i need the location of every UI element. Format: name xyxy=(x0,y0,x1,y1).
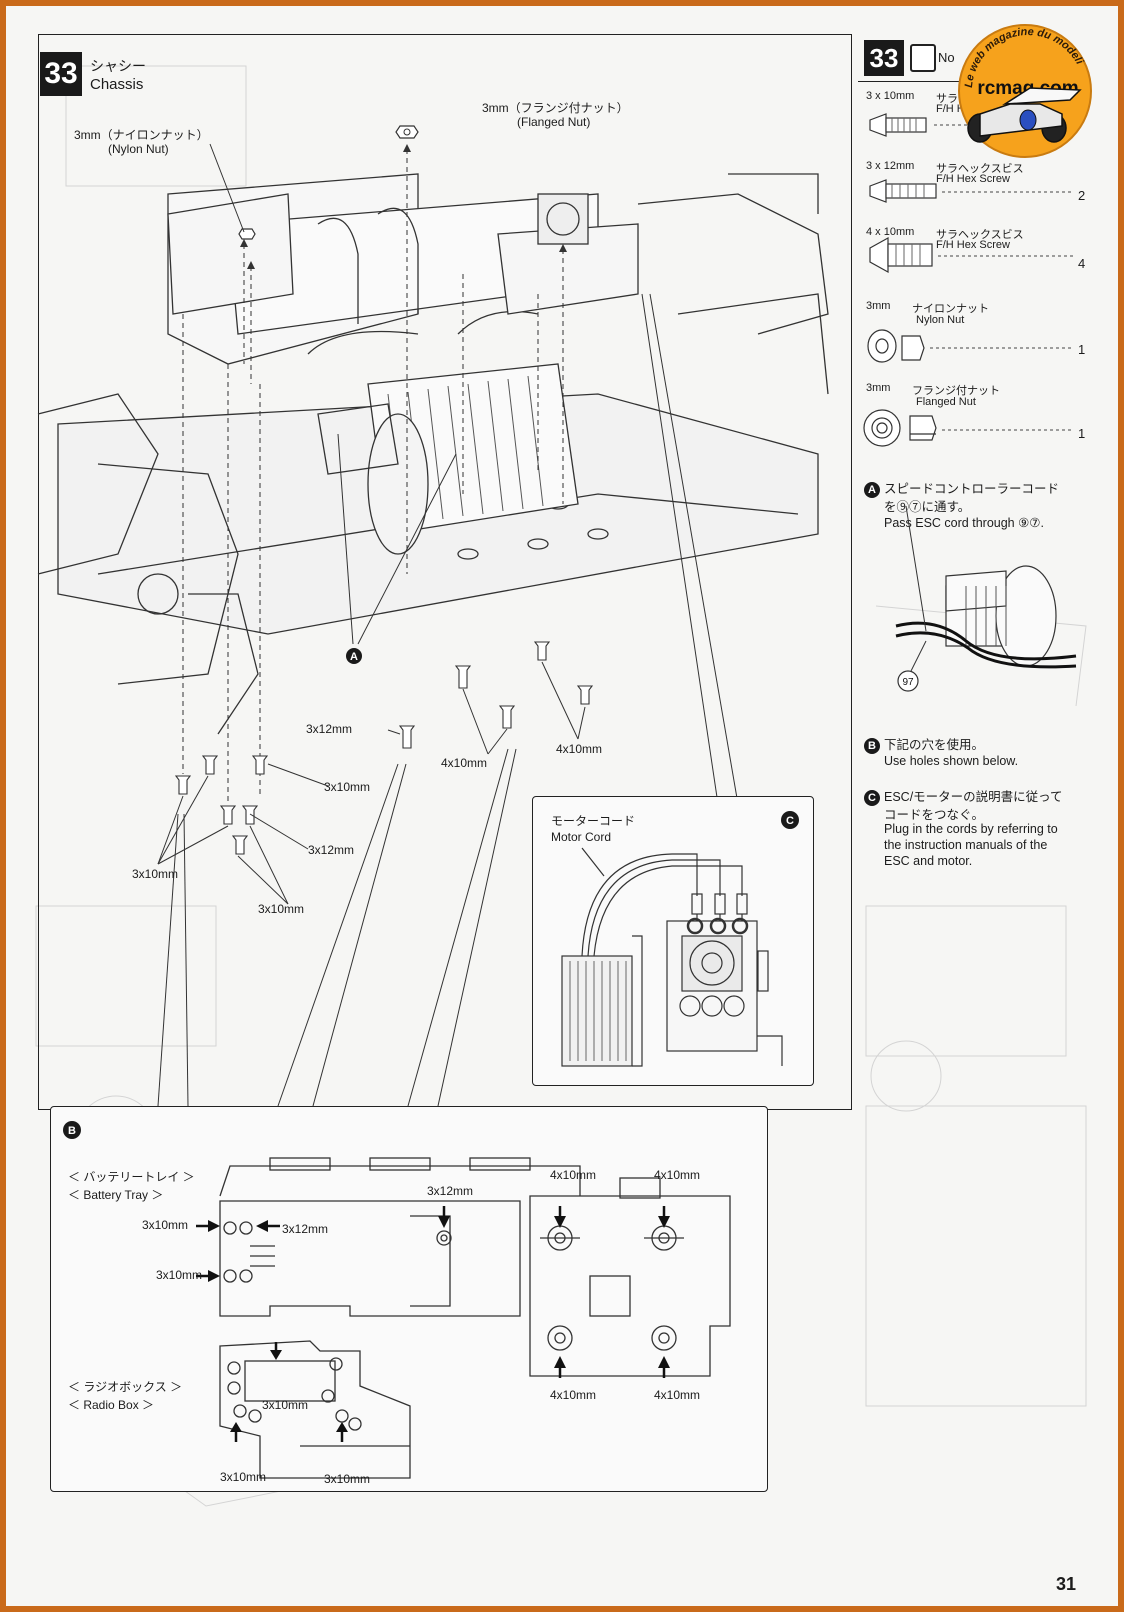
note-a-jp-2: を⑨⑦に通す。 xyxy=(884,500,971,514)
part-3-name-jp: サラヘックスビス xyxy=(936,229,1024,241)
parts-illustrations xyxy=(863,113,1078,447)
part-3-name-en: F/H Hex Screw xyxy=(936,239,1010,251)
radio-box-en: ＜ Radio Box ＞ xyxy=(68,1398,155,1412)
part-4-name-jp: ナイロンナット xyxy=(912,303,989,315)
bt-label-3x10-a: 3x10mm xyxy=(142,1218,189,1232)
note-a-line-1: A スピードコントローラーコード xyxy=(864,478,1059,498)
motor-cord-jp: モーターコード xyxy=(551,814,636,828)
detail-b-illustration: B xyxy=(63,1121,731,1479)
screw-label-3x10-bottom: 3x10mm xyxy=(258,902,305,916)
part-4-qty: 1 xyxy=(1078,342,1086,357)
part-2-name-en: F/H Hex Screw xyxy=(936,173,1010,185)
part-3-qty: 4 xyxy=(1078,256,1086,271)
parts-bag-icon xyxy=(910,44,936,72)
part-5-name-en: Flanged Nut xyxy=(916,396,976,408)
step-title-en: Chassis xyxy=(90,76,144,93)
battery-tray-en: ＜ Battery Tray ＞ xyxy=(68,1188,164,1202)
esc-label-4x10-tl: 4x10mm xyxy=(550,1168,597,1182)
rb-label-3x10-right: 3x10mm xyxy=(324,1472,371,1486)
note-b-marker: B xyxy=(864,737,880,754)
note-b-line-1: B 下記の穴を使用。 xyxy=(864,734,984,754)
note-c-en-1: Plug in the cords by referring to xyxy=(884,822,1058,836)
note-c-line-1: C ESC/モーターの説明書に従って xyxy=(864,786,1063,806)
marker-b-text: B xyxy=(68,1125,76,1137)
bt-label-3x12-b: 3x12mm xyxy=(427,1184,474,1198)
parts-bag-label: No xyxy=(938,50,955,65)
screw-label-3x10-left: 3x10mm xyxy=(132,867,179,881)
part-4-name-en: Nylon Nut xyxy=(916,314,965,326)
detail-c-illustration: C xyxy=(561,811,799,1067)
battery-tray-jp: ＜ バッテリートレイ ＞ xyxy=(68,1170,195,1184)
step-title-jp: シャシー xyxy=(90,58,146,74)
part-5-size: 3mm xyxy=(866,382,891,394)
step-number: 33 xyxy=(40,52,82,96)
manual-page: 33 シャシー Chassis xyxy=(6,6,1118,1606)
screw-label-3x12-center: 3x12mm xyxy=(306,722,353,736)
note-b-jp: 下記の穴を使用。 xyxy=(884,738,985,752)
part-2-size: 3 x 12mm xyxy=(866,160,915,172)
part-2-name-jp: サラヘックスビス xyxy=(936,163,1024,175)
screw-label-4x10-right: 4x10mm xyxy=(556,742,603,756)
note-a-ref-text: 97 xyxy=(902,677,914,688)
note-c-en-2: the instruction manuals of the xyxy=(884,838,1048,852)
page-number: 31 xyxy=(1056,1574,1077,1594)
part-1-size: 3 x 10mm xyxy=(866,90,915,102)
note-b-en: Use holes shown below. xyxy=(884,754,1019,768)
part-5-qty: 1 xyxy=(1078,426,1086,441)
note-a-jp-1: スピードコントローラーコード xyxy=(884,482,1060,496)
parts-step-number: 33 xyxy=(864,40,904,76)
rcmag-watermark-logo: Le web magazine du modelisme rcmag.com xyxy=(945,7,1092,158)
esc-label-4x10-br: 4x10mm xyxy=(654,1388,701,1402)
marker-a-text: A xyxy=(350,651,358,663)
note-c-jp-1: ESC/モーターの説明書に従って xyxy=(884,790,1063,804)
screw-label-3x12-left: 3x12mm xyxy=(308,843,355,857)
part-4-size: 3mm xyxy=(866,300,891,312)
note-a-illustration: 97 xyxy=(895,505,1077,692)
rb-label-3x10-mid: 3x10mm xyxy=(262,1398,309,1412)
note-c-en-3: ESC and motor. xyxy=(884,854,973,868)
note-c-marker: C xyxy=(864,789,880,806)
part-3-size: 4 x 10mm xyxy=(866,226,915,238)
bt-label-3x10-b: 3x10mm xyxy=(156,1268,203,1282)
nylon-nut-en: (Nylon Nut) xyxy=(108,142,169,156)
flanged-nut-jp: 3mm（フランジ付ナット） xyxy=(482,101,629,115)
radio-box-jp: ＜ ラジオボックス ＞ xyxy=(68,1380,183,1394)
screw-label-3x10-mid: 3x10mm xyxy=(324,780,371,794)
note-a-marker: A xyxy=(864,481,880,498)
chassis-exploded-illustration: A xyxy=(37,125,829,1107)
screw-label-4x10-center: 4x10mm xyxy=(441,756,488,770)
esc-label-4x10-tr: 4x10mm xyxy=(654,1168,701,1182)
bt-label-3x12-a: 3x12mm xyxy=(282,1222,329,1236)
note-c-jp-2: コードをつなぐ。 xyxy=(884,808,985,822)
flanged-nut-en: (Flanged Nut) xyxy=(517,115,591,129)
marker-c-text: C xyxy=(786,815,794,827)
esc-label-4x10-bl: 4x10mm xyxy=(550,1388,597,1402)
note-a-en: Pass ESC cord through ⑨⑦. xyxy=(884,516,1044,530)
motor-cord-en: Motor Cord xyxy=(551,830,612,844)
rb-label-3x10-left: 3x10mm xyxy=(220,1470,267,1484)
part-5-name-jp: フランジ付ナット xyxy=(912,385,1000,397)
nylon-nut-jp: 3mm（ナイロンナット） xyxy=(74,128,209,142)
part-2-qty: 2 xyxy=(1078,188,1086,203)
